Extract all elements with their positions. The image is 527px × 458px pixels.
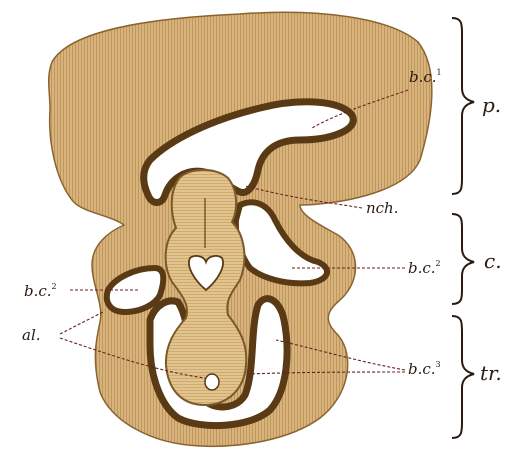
label-nch: nch. bbox=[366, 199, 399, 217]
label-bc2-left: b.c.2 bbox=[24, 282, 57, 300]
leader-al-1 bbox=[60, 312, 103, 334]
label-bc3: b.c.3 bbox=[408, 360, 441, 378]
label-al: al. bbox=[22, 326, 41, 344]
label-region-tr: tr. bbox=[480, 361, 502, 385]
lower-lumen bbox=[205, 374, 219, 390]
label-region-c: c. bbox=[484, 249, 502, 273]
label-bc1: b.c.1 bbox=[409, 68, 442, 86]
brace-tr bbox=[452, 316, 474, 438]
brace-c bbox=[452, 214, 474, 304]
brace-p bbox=[452, 18, 474, 194]
label-bc2-right: b.c.2 bbox=[408, 259, 441, 277]
label-region-p: p. bbox=[482, 93, 501, 117]
